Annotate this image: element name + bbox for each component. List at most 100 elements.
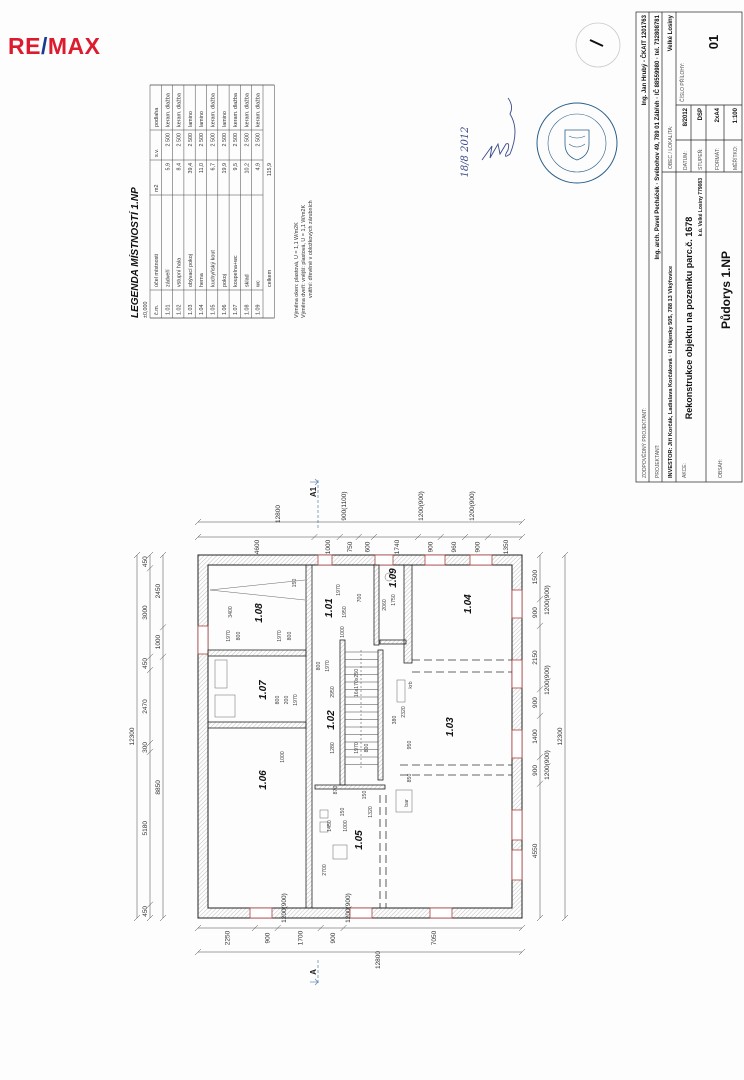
responsible-label: ZODPOVĚDNÝ PROJEKTANT: [640,408,648,478]
section-markers [310,478,319,986]
designer-value: Ing. arch. Pavel Pecháček · Svébohov 49,… [654,14,661,259]
dimension-label: 4550 [532,843,539,858]
dimension-label: 450 [142,556,149,567]
room-dimension-label: 1450 [327,820,333,832]
legend-cell: 1.08 [244,305,250,316]
windows [197,554,523,919]
legend-cell: sklad [244,274,250,287]
dimension-label: 900 [427,541,434,552]
locality-label: OBEC / LOKALITA: [668,126,674,169]
legend-header: č.m. [154,305,160,315]
locality-value: Velké Losiny [668,14,674,51]
room-dimension-label: 1970 [226,630,232,642]
legend-cell: herna [199,273,205,287]
dimension-label: 900 [532,697,539,708]
legend-cell: kuchyňský kout [211,250,217,287]
legend-cell: keram. dlažba [244,93,250,127]
dimension-label: 900 [264,932,271,943]
legend-level: ±0,000 [143,302,149,318]
legend-cell: 39,4 [188,163,194,174]
format-label: FORMÁT: [714,148,721,170]
dimension-label: 1350 [503,539,510,554]
legend-cell: 2 500 [165,133,171,147]
legend-cell: lamino [199,111,205,127]
room-dimension-label: 1000 [340,626,346,638]
legend-cell: wc [256,280,262,288]
room-dimension-label: 1950 [342,606,348,618]
room-dimension-label: 2950 [330,686,336,698]
room-dimension-label: 700 [357,594,363,603]
room-label-1-07: 1.07 [258,680,269,700]
room-dimension-label: 950 [407,741,413,750]
legend-cell: keram. dlažba [211,93,217,127]
action-label: AKCE: [682,463,688,478]
content-label: OBSAH: [718,459,724,478]
signature-stroke [481,97,516,161]
room-dimension-label: 1750 [391,594,397,606]
opening-dimension-label: 900(1100) [341,491,348,520]
legend-cell: 2 500 [211,133,217,147]
dimension-label: 12300 [557,727,564,745]
legend-cell: 11,0 [199,163,205,173]
dimension-label: 12300 [129,727,136,745]
dimension-label: 1700 [297,930,304,945]
stage-label: STUPEŇ: [697,148,704,170]
legend-cell: vstupní hala [177,258,183,287]
room-label-1-04: 1.04 [463,594,474,614]
dimension-label: 2470 [142,699,149,714]
attachment-value: 01 [706,35,721,49]
legend-cell: 1.04 [199,305,205,316]
room-dimension-label: 1970 [277,630,283,642]
dimension-label: 450 [142,906,149,917]
room-label-1-01: 1.01 [324,598,335,618]
dimension-label: 900 [532,607,539,618]
room-dimension-label: 870 [333,786,339,795]
legend-header: účel místnosti [154,254,160,287]
room-dimension-label: 3400 [228,606,234,618]
ceiling-lines [379,659,512,908]
opening-dimension-label: 1200(900) [345,893,352,923]
dimension-label: 450 [142,658,149,669]
room-dimension-label: 800 [275,696,281,705]
legend-header: m2 [154,185,160,193]
room-dimension-label: 800 [287,632,293,641]
legend-cell: koupelna+wc [233,255,239,287]
dimension-label: 960 [451,541,458,552]
dimension-label: 5180 [142,821,149,836]
fireplace-label: krb [408,681,414,688]
dimension-label: 750 [347,541,354,552]
room-dimension-label: 200 [284,696,290,705]
legend-header: s.v. [154,149,160,157]
room-dimension-label: 1970 [293,694,299,706]
legend-note: vnitřní: dřevěné v obložkových zárubních [308,200,314,298]
stage-value: DSP [698,108,704,120]
room-label-1-09: 1.09 [388,568,399,588]
dimension-label: 900 [532,765,539,776]
action-value: Rekonstrukce objektu na pozemku parc.č. … [684,217,694,420]
legend-cell: 1.07 [233,305,239,316]
fixtures [209,572,413,860]
room-dimension-label: 800 [316,662,322,671]
legend-cell: 5,9 [165,163,171,171]
dimension-label: 1500 [532,570,539,585]
room-dimension-label: 1970 [354,742,360,754]
room-dimension-label: 380 [392,716,398,725]
dimension-label: 8850 [155,780,162,795]
legend-header: podlaha [154,108,160,127]
legend-total-label: celkem [267,269,273,287]
authorization-stamp [536,102,618,184]
room-dimension-label: 150 [292,579,298,588]
interior-walls [207,564,413,909]
dimension-label: 1740 [394,539,401,554]
room-dimension-label: 2700 [322,864,328,876]
opening-dimension-label: 1200(900) [281,893,288,923]
legend-cell: zádveří [165,269,171,287]
section-label-bottom: A [309,969,318,975]
legend-cell: 8,4 [177,163,183,171]
legend-cell: 2 500 [177,133,183,147]
legend-cell: 2 500 [233,133,239,147]
legend-cell: 1.02 [177,305,183,316]
legend-cell: obývací pokoj [188,254,194,287]
